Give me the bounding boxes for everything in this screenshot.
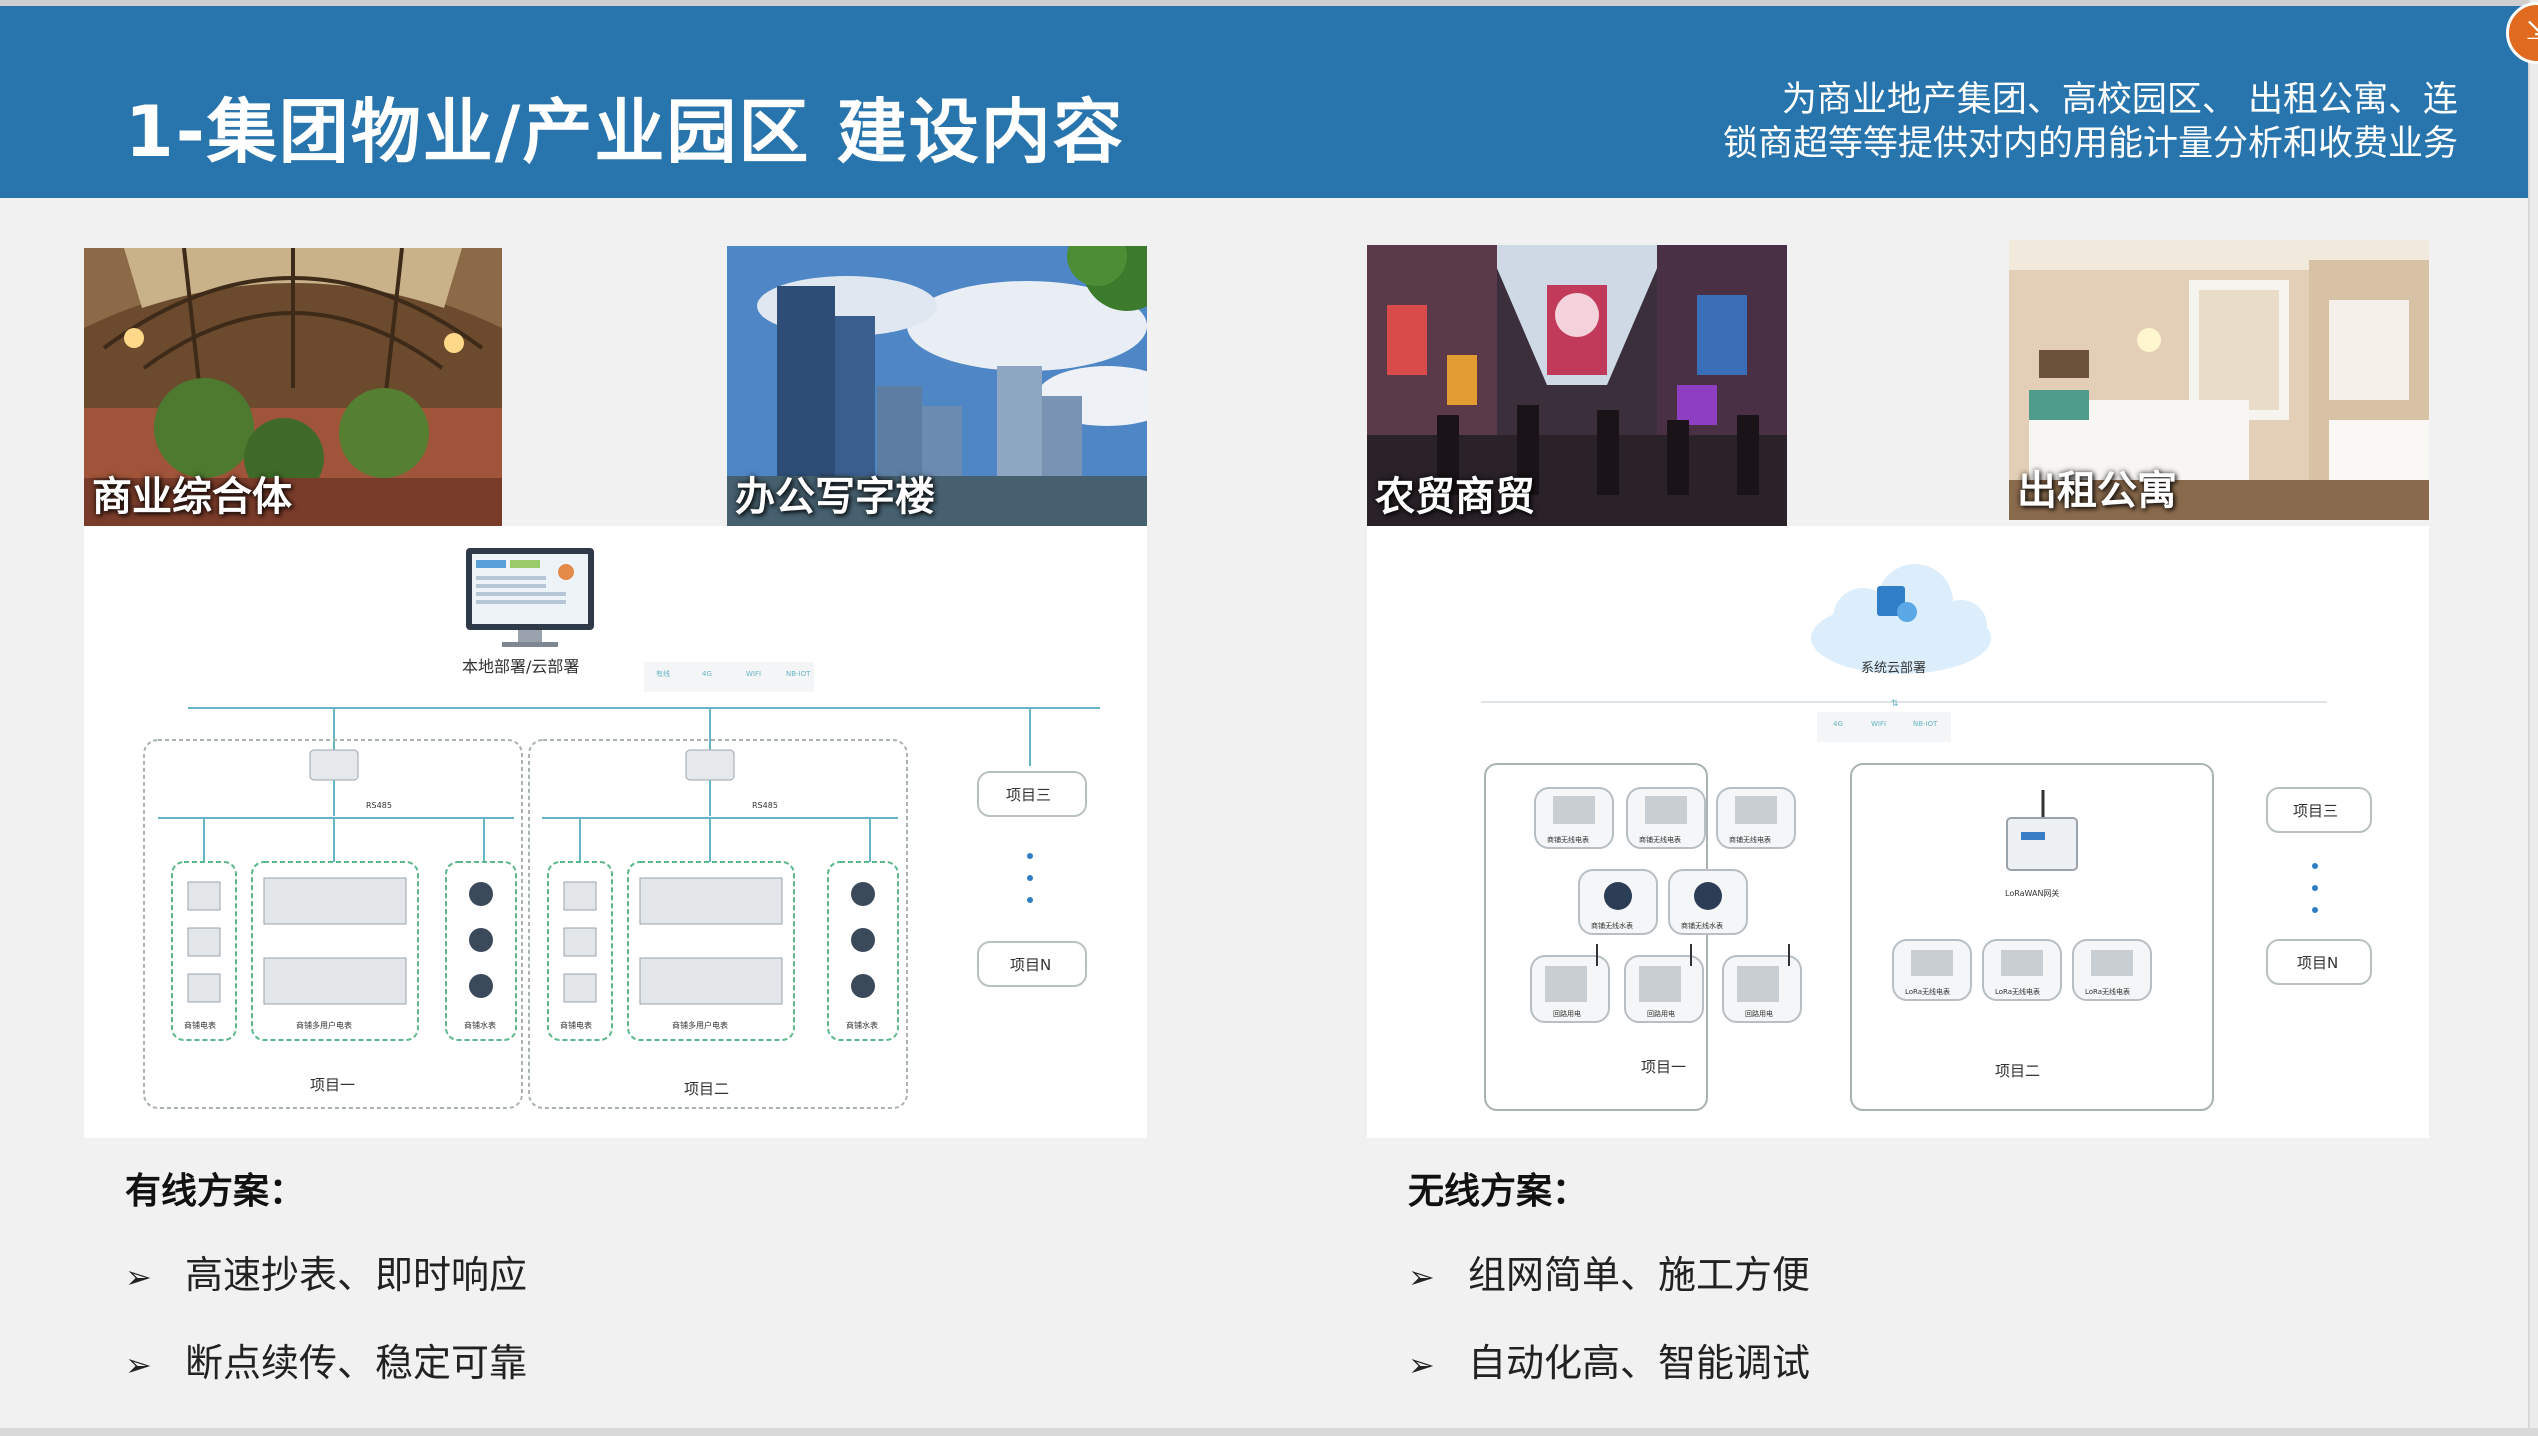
wireless-bullet-2-text: 自动化高、智能调试	[1468, 1341, 1811, 1385]
wireless-cloud-label: 系统云部署	[1861, 661, 1926, 676]
wireless-bullet-1-text: 组网简单、施工方便	[1468, 1253, 1811, 1297]
bullet-arrow-icon: ➢	[1408, 1258, 1435, 1296]
wired-project-2-label: 项目二	[684, 1080, 729, 1098]
market-street-image	[1367, 245, 1787, 526]
wireless-meter-label-5: 商铺无线水表	[1681, 921, 1723, 930]
wireless-meter-label-1: 商铺无线电表	[1547, 835, 1589, 844]
wireless-system-diagram: 系统云部署 ⇅ 4G WIFI NB-IOT 商铺无线电表 商铺无线电表 商铺无线电…	[1367, 526, 2429, 1138]
wired-col-label-1c: 商铺水表	[464, 1020, 496, 1030]
wireless-project-n-label: 项目N	[2297, 954, 2338, 972]
page-title: 1-集团物业/产业园区 建设内容	[125, 91, 1125, 173]
svg-text:4G: 4G	[702, 670, 712, 678]
wired-diagram-svg: 本地部署/云部署 有线 4G WIFI NB-IOT RS485 RS485	[143, 548, 1100, 1109]
wireless-meter-label-6: 回路用电	[1553, 1009, 1581, 1018]
wireless-lora-label-3: LoRa无线电表	[2085, 987, 2130, 996]
wireless-bullet-1: ➢ 组网简单、施工方便	[1408, 1244, 1810, 1299]
wired-bullet-2-text: 断点续传、稳定可靠	[185, 1341, 528, 1385]
wired-system-diagram: 本地部署/云部署 有线 4G WIFI NB-IOT RS485 RS485	[84, 526, 1147, 1138]
wired-col-label-1a: 商铺电表	[184, 1020, 216, 1030]
right-edge-scrollbar[interactable]	[2528, 0, 2538, 1436]
svg-text:WIFI: WIFI	[746, 670, 761, 678]
bullet-arrow-icon: ➢	[1408, 1346, 1435, 1384]
wired-col-label-2a: 商铺电表	[560, 1020, 592, 1030]
photo-label-commercial: 商业综合体	[92, 474, 292, 520]
photo-rental-apartment: 出租公寓	[2009, 240, 2429, 520]
wireless-gateway-label: LoRaWAN网关	[2005, 888, 2059, 898]
wired-bus-label-2: RS485	[752, 801, 778, 810]
photo-market-street: 农贸商贸	[1367, 245, 1787, 526]
wired-top-label: 本地部署/云部署	[462, 657, 579, 676]
wired-col-label-1b: 商铺多用户电表	[296, 1020, 352, 1030]
photo-office-tower: 办公写字楼	[727, 246, 1147, 526]
wired-bus-label-1: RS485	[366, 801, 392, 810]
wired-col-label-2c: 商铺水表	[846, 1020, 878, 1030]
svg-text:有线: 有线	[656, 669, 670, 678]
photo-label-office: 办公写字楼	[735, 474, 935, 520]
office-tower-image	[727, 246, 1147, 526]
top-strip	[0, 0, 2538, 6]
header-banner: 1-集团物业/产业园区 建设内容 为商业地产集团、高校园区、 出租公寓、连 锁商…	[0, 6, 2528, 198]
photo-label-market: 农贸商贸	[1375, 474, 1535, 520]
rental-apartment-image	[2009, 240, 2429, 520]
photo-commercial-complex: 商业综合体	[84, 248, 502, 526]
wireless-diagram-svg: 系统云部署 ⇅ 4G WIFI NB-IOT 商铺无线电表 商铺无线电表 商铺无线电…	[1481, 564, 2372, 1111]
wireless-title: 无线方案：	[1408, 1171, 1589, 1212]
wired-col-label-2b: 商铺多用户电表	[672, 1020, 728, 1030]
wired-project-n-label: 项目N	[1010, 956, 1051, 974]
wireless-project-1-label: 项目一	[1641, 1058, 1686, 1076]
svg-text:NB-IOT: NB-IOT	[1913, 720, 1938, 728]
svg-text:NB-IOT: NB-IOT	[786, 670, 811, 678]
subtitle-line-1: 为商业地产集团、高校园区、 出租公寓、连	[1781, 80, 2458, 120]
svg-text:4G: 4G	[1833, 720, 1843, 728]
wired-project-3-label: 项目三	[1006, 786, 1051, 804]
page-subtitle: 为商业地产集团、高校园区、 出租公寓、连 锁商超等等提供对内的用能计量分析和收费…	[1558, 78, 2458, 166]
wireless-bullet-2: ➢ 自动化高、智能调试	[1408, 1332, 1810, 1387]
commercial-complex-image	[84, 248, 502, 526]
wired-bullet-2: ➢ 断点续传、稳定可靠	[125, 1332, 527, 1387]
wired-bullet-1-text: 高速抄表、即时响应	[185, 1253, 528, 1297]
wireless-meter-label-8: 回路用电	[1745, 1009, 1773, 1018]
wired-bullet-1: ➢ 高速抄表、即时响应	[125, 1244, 527, 1299]
wireless-project-2-label: 项目二	[1995, 1062, 2040, 1080]
monitor-icon	[466, 548, 594, 647]
wireless-meter-label-4: 商铺无线水表	[1591, 921, 1633, 930]
wireless-project-3-label: 项目三	[2293, 802, 2338, 820]
photo-label-apartment: 出租公寓	[2017, 468, 2177, 514]
svg-text:WIFI: WIFI	[1871, 720, 1886, 728]
wireless-lora-label-2: LoRa无线电表	[1995, 987, 2040, 996]
bullet-arrow-icon: ➢	[125, 1346, 152, 1384]
cloud-icon	[1811, 564, 1991, 674]
wired-project-1-label: 项目一	[310, 1076, 355, 1094]
svg-text:⇅: ⇅	[1891, 699, 1899, 709]
bottom-border	[0, 1428, 2538, 1436]
wireless-meter-label-2: 商铺无线电表	[1639, 835, 1681, 844]
wireless-meter-label-3: 商铺无线电表	[1729, 835, 1771, 844]
bullet-arrow-icon: ➢	[125, 1258, 152, 1296]
lorawan-gateway-icon	[2006, 790, 2078, 871]
wireless-meter-label-7: 回路用电	[1647, 1009, 1675, 1018]
wired-title: 有线方案：	[125, 1171, 306, 1212]
wireless-lora-label-1: LoRa无线电表	[1905, 987, 1950, 996]
subtitle-line-2: 锁商超等等提供对内的用能计量分析和收费业务	[1722, 124, 2458, 164]
